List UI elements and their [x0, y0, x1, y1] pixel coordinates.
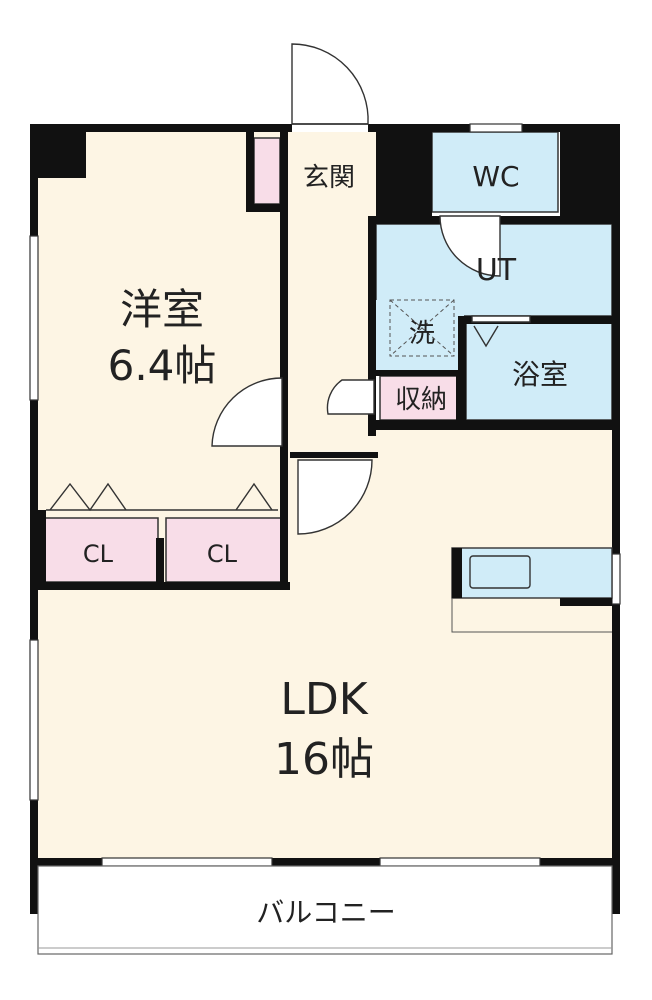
wc-label: WC — [472, 160, 519, 193]
ldk-name: LDK — [280, 674, 368, 725]
closet-left-label: CL — [83, 540, 114, 568]
washer-box — [389, 299, 455, 357]
storage-label: 収納 — [395, 385, 447, 415]
ldk-size: 16帖 — [274, 734, 374, 785]
balcony-area — [37, 865, 613, 955]
entrance-label: 玄関 — [303, 163, 355, 193]
shoe-cabinet — [253, 137, 281, 205]
kitchen-counter — [451, 547, 613, 633]
balcony-label: バルコニー — [256, 896, 395, 929]
closet-left-area — [41, 517, 159, 583]
western-room-size: 6.4帖 — [108, 341, 217, 390]
closet-right-label: CL — [207, 540, 238, 568]
bath-area — [465, 319, 613, 421]
closet-door-marks — [46, 482, 278, 512]
western-room-name: 洋室 — [120, 285, 204, 334]
wc-area — [431, 131, 559, 213]
washer-label: 洗 — [409, 319, 435, 349]
bath-label: 浴室 — [512, 358, 568, 391]
bath-door-triangle — [473, 325, 499, 348]
doors — [211, 43, 531, 535]
washer-area-bg — [376, 300, 464, 370]
windows — [29, 123, 621, 867]
entrance-floor — [288, 132, 376, 210]
utility-label: UT — [476, 253, 517, 288]
